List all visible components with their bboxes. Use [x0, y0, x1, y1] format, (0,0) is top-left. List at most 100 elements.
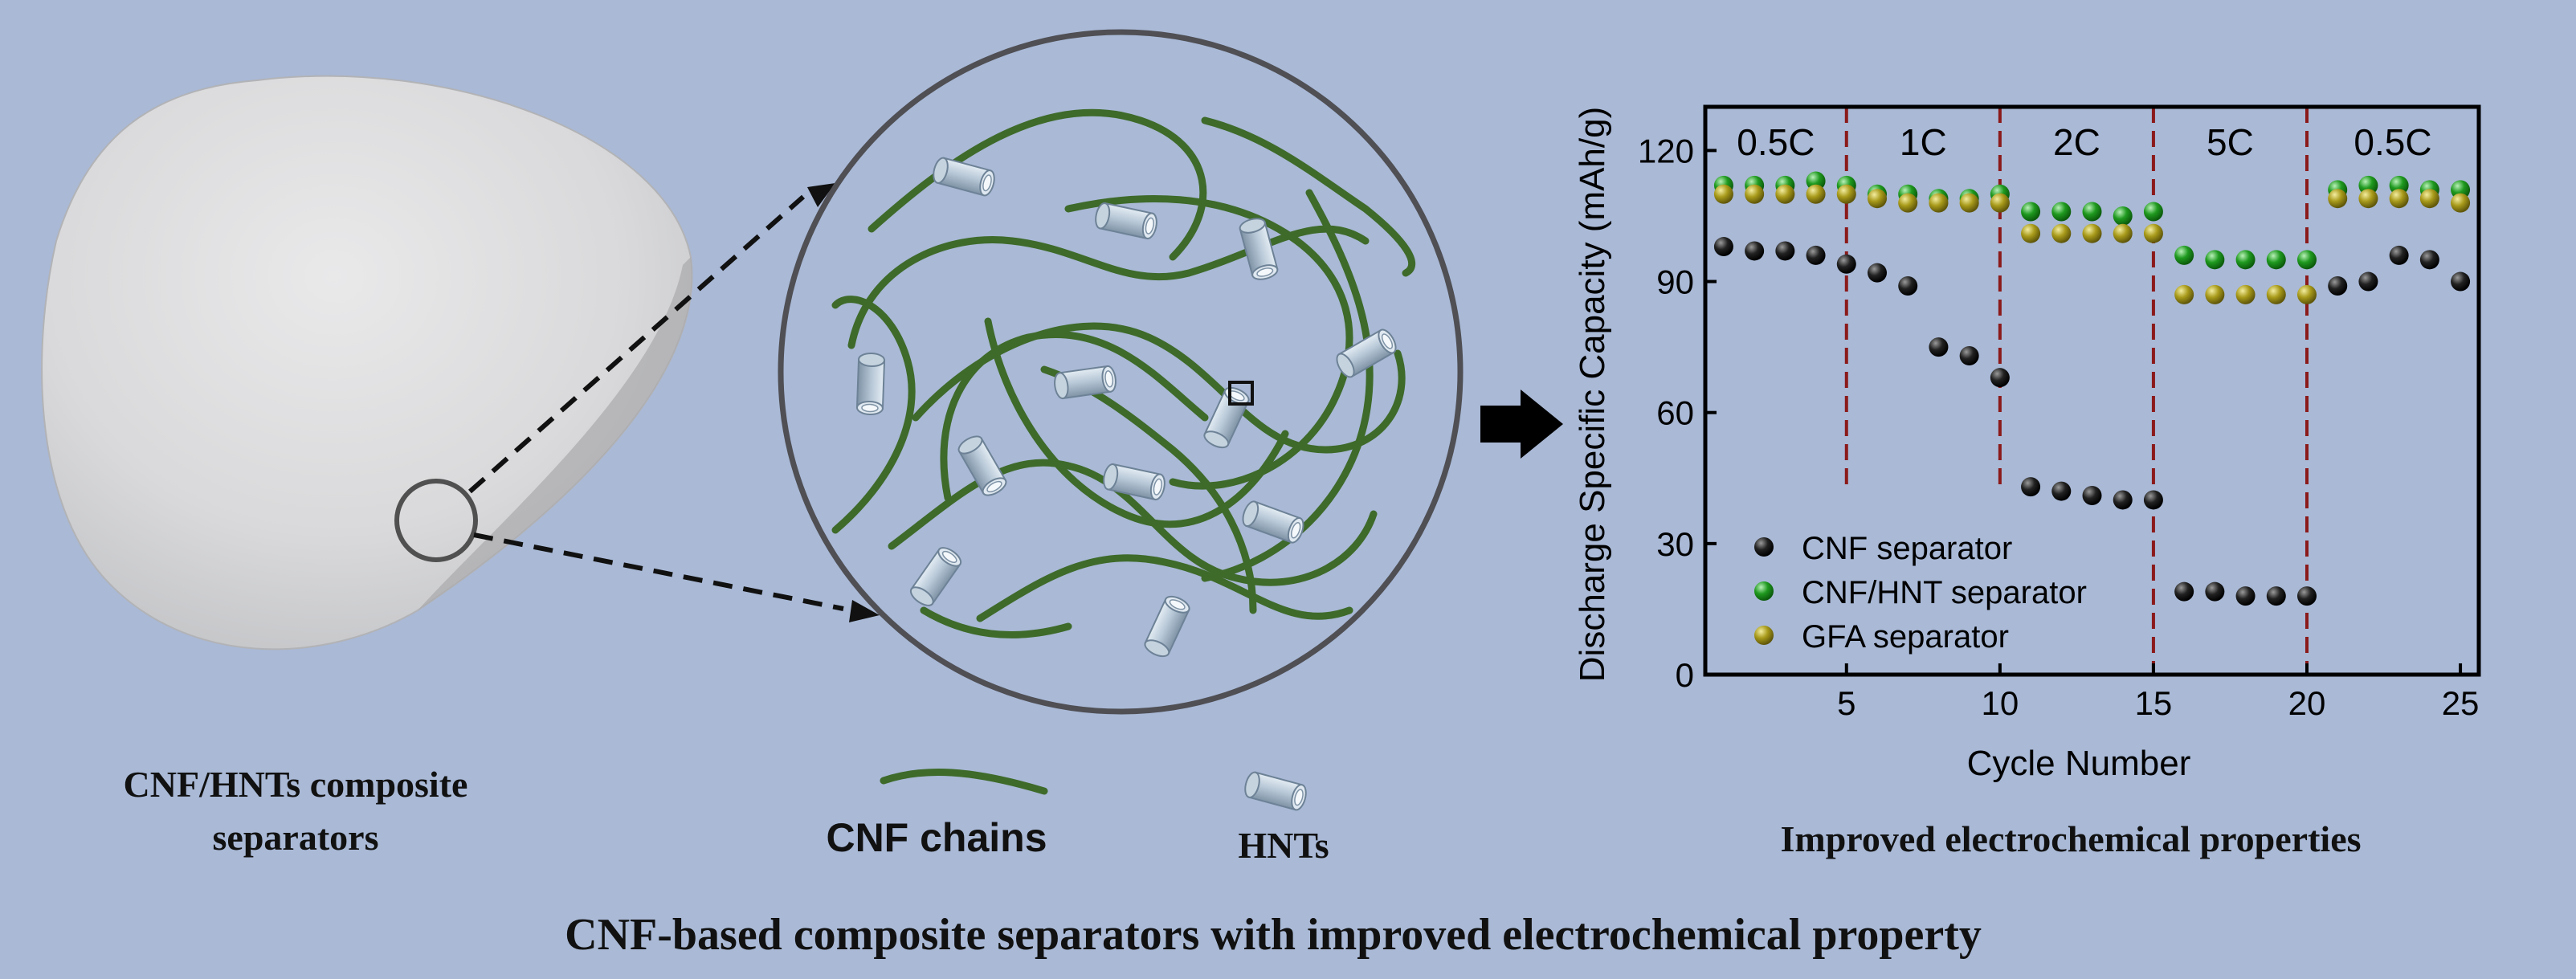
- data-point: [2113, 206, 2133, 226]
- data-point: [2358, 189, 2378, 209]
- data-point: [2051, 223, 2072, 243]
- rate-labels: 0.5C 1C 2C 5C 0.5C: [1737, 121, 2431, 163]
- data-point: [2389, 189, 2409, 209]
- data-point: [2451, 271, 2471, 292]
- cnf-chain-icon: [880, 768, 1048, 795]
- data-point: [2082, 223, 2102, 243]
- legend-entry: CNF/HNT separator: [1802, 575, 2087, 610]
- left-label-line2: separators: [213, 817, 379, 858]
- data-point: [1990, 193, 2010, 213]
- data-point: [1898, 275, 1918, 296]
- data-point: [2205, 581, 2225, 602]
- data-point: [2328, 189, 2348, 209]
- arrow-right-icon: [1480, 390, 1563, 459]
- legend-cnf-label: CNF chains: [826, 815, 1047, 860]
- legend-hnt-label: HNTs: [1238, 825, 1329, 866]
- data-point: [1959, 345, 1979, 365]
- data-point: [2266, 586, 2286, 606]
- legend-entry: GFA separator: [1802, 619, 2009, 655]
- data-point: [2051, 202, 2072, 222]
- data-point: [2021, 477, 2041, 497]
- data-point: [2297, 586, 2317, 606]
- data-point: [1929, 337, 1949, 357]
- data-point: [2266, 250, 2286, 270]
- data-point: [2389, 245, 2409, 265]
- x-tick-label: 10: [1981, 684, 2019, 722]
- data-point: [2174, 581, 2194, 602]
- data-point: [1745, 241, 1765, 261]
- y-tick-label: 90: [1656, 263, 1694, 301]
- x-tick-label: 25: [2442, 684, 2480, 722]
- cnf-chains: [831, 108, 1416, 638]
- data-point: [2235, 250, 2256, 270]
- rate-dividers: [1844, 107, 2309, 675]
- data-point: [1959, 193, 1979, 213]
- x-tick-label: 20: [2288, 684, 2326, 722]
- data-point: [1898, 193, 1918, 213]
- rate-label: 2C: [2053, 121, 2100, 163]
- data-point: [2051, 481, 2072, 501]
- data-point: [1806, 245, 1826, 265]
- zoom-line-top: [468, 194, 805, 494]
- arrowhead-top-icon: [807, 183, 835, 207]
- data-point: [1990, 368, 2010, 388]
- data-point: [2174, 284, 2194, 304]
- data-point: [1745, 184, 1765, 204]
- x-tick-label: 5: [1837, 684, 1855, 722]
- zoom-square: [1228, 381, 1254, 406]
- data-point: [2328, 275, 2348, 296]
- zoomed-network: [778, 29, 1464, 715]
- data-point: [1836, 254, 1856, 274]
- data-point: [2235, 586, 2256, 606]
- data-points: [1713, 171, 2471, 606]
- legend-entry: CNF separator: [1802, 531, 2012, 566]
- x-tick-label: 15: [2135, 684, 2173, 722]
- data-point: [2174, 245, 2194, 265]
- data-point: [2021, 223, 2041, 243]
- data-point: [1868, 263, 1887, 283]
- data-point: [1775, 184, 1795, 204]
- y-tick-label: 30: [1656, 525, 1694, 563]
- legend-marker: [1754, 581, 1774, 601]
- right-caption: Improved electrochemical properties: [1780, 818, 2361, 859]
- plot-frame: [1703, 104, 2481, 677]
- data-point: [1713, 184, 1733, 204]
- data-point: [2358, 271, 2378, 292]
- data-point: [2082, 202, 2102, 222]
- data-point: [2113, 223, 2133, 243]
- rate-label: 1C: [1900, 121, 1947, 163]
- left-label-line1: CNF/HNTs composite: [124, 764, 468, 805]
- data-point: [2235, 284, 2256, 304]
- hnt-tube-icon: [1242, 769, 1309, 813]
- data-point: [1713, 237, 1733, 257]
- data-point: [2266, 284, 2286, 304]
- footer-title: CNF-based composite separators with impr…: [565, 910, 1982, 960]
- data-point: [2021, 202, 2041, 222]
- zoom-circle: [394, 479, 478, 562]
- data-point: [1806, 184, 1826, 204]
- data-point: [2419, 250, 2439, 270]
- arrowhead-bottom-icon: [849, 600, 880, 622]
- y-axis-label: Discharge Specific Capacity (mAh/g): [1573, 107, 1612, 682]
- data-point: [2297, 250, 2317, 270]
- data-point: [2143, 223, 2163, 243]
- data-point: [2451, 193, 2471, 213]
- rate-label: 0.5C: [2354, 121, 2431, 163]
- data-point: [2419, 189, 2439, 209]
- rate-label: 5C: [2207, 121, 2254, 163]
- x-axis-label: Cycle Number: [1967, 744, 2191, 783]
- data-point: [2297, 284, 2317, 304]
- data-point: [2205, 250, 2225, 270]
- zoom-line-bottom: [473, 532, 844, 611]
- rate-label: 0.5C: [1737, 121, 1815, 163]
- legend-marker: [1754, 626, 1774, 645]
- y-tick-label: 60: [1656, 394, 1694, 432]
- data-point: [2205, 284, 2225, 304]
- legend-marker: [1754, 537, 1774, 557]
- data-point: [2143, 202, 2163, 222]
- data-point: [1836, 184, 1856, 204]
- data-point: [1775, 241, 1795, 261]
